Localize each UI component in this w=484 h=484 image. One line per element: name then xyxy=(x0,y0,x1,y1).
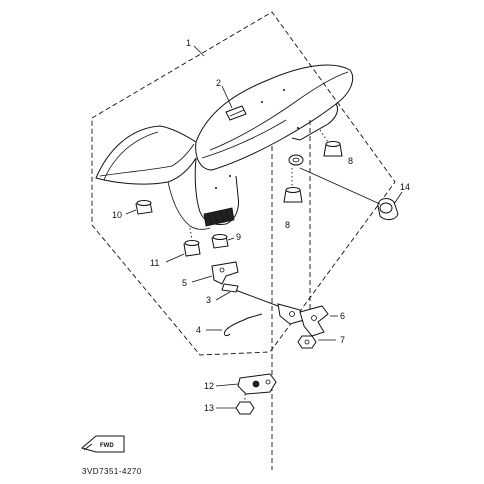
fwd-label: FWD xyxy=(100,443,114,449)
callout-12: 12 xyxy=(204,381,214,391)
callout-7: 7 xyxy=(340,335,345,345)
seat xyxy=(95,64,354,230)
seat-assembly-boundary xyxy=(91,11,396,356)
callout-8-center: 8 xyxy=(285,220,290,230)
callout-14: 14 xyxy=(400,182,410,192)
callout-5: 5 xyxy=(182,278,187,288)
damper-9 xyxy=(211,234,229,249)
grommet-center xyxy=(288,154,304,166)
damper-8-center xyxy=(283,168,303,203)
damper-11 xyxy=(183,227,201,257)
callout-11: 11 xyxy=(150,258,159,268)
callout-8-upper: 8 xyxy=(348,156,353,166)
spring-4 xyxy=(223,313,263,337)
drawing-code: 3VD7351-4270 xyxy=(82,467,142,476)
nut-7 xyxy=(297,335,317,349)
callout-4: 4 xyxy=(196,325,201,335)
seat-lock-14 xyxy=(299,167,399,221)
callout-3: 3 xyxy=(206,295,211,305)
callout-2: 2 xyxy=(216,78,221,88)
bolt-13 xyxy=(235,394,255,415)
callout-13: 13 xyxy=(204,403,214,413)
callout-6: 6 xyxy=(340,311,345,321)
lock-lever-6 xyxy=(299,305,329,337)
callout-10: 10 xyxy=(112,210,122,220)
callout-1: 1 xyxy=(186,38,191,48)
seat-hook-5 xyxy=(211,261,239,285)
damper-10 xyxy=(135,200,153,215)
lock-rod-3 xyxy=(221,283,305,325)
bracket-12 xyxy=(237,373,277,395)
fwd-arrow-icon: FWD xyxy=(80,435,125,453)
callout-9: 9 xyxy=(236,232,241,242)
damper-8-upper xyxy=(319,129,343,157)
